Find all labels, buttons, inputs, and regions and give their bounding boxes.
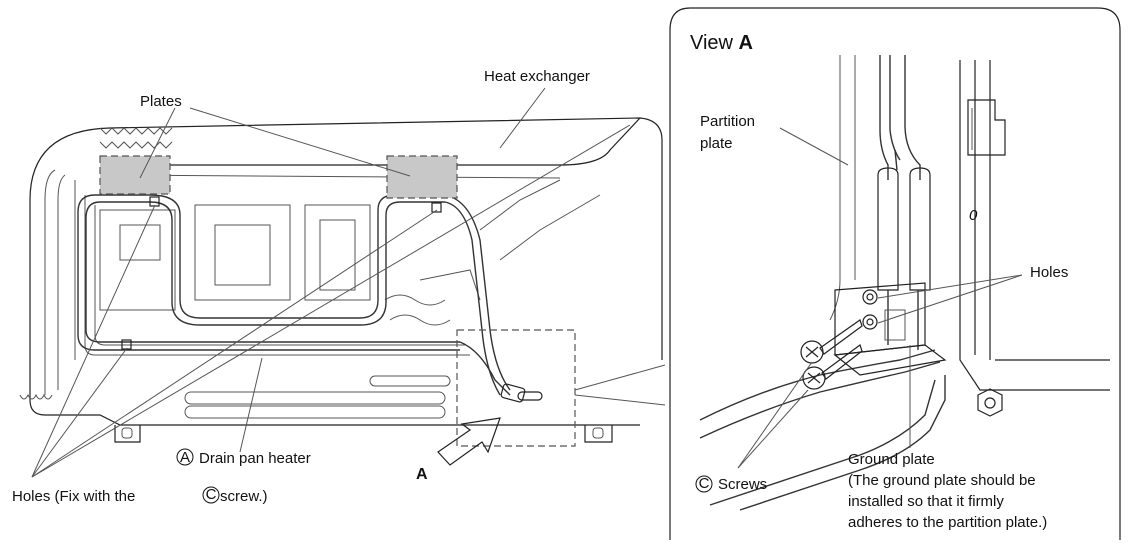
- marker-c: C: [699, 475, 710, 492]
- ground-plate-label: Ground plate: [848, 451, 935, 468]
- drain-pan-heater-label: Drain pan heater: [199, 450, 311, 467]
- holes-caption: Holes (Fix with the C screw.): [12, 486, 268, 505]
- partition-plate-label-line1: Partition: [700, 113, 755, 130]
- note-line-3: adheres to the partition plate.): [848, 514, 1047, 531]
- view-arrow-icon: [437, 417, 501, 466]
- bolt-icon: [977, 388, 1003, 417]
- holes-label: Holes: [1030, 264, 1068, 281]
- callout-line-top: [574, 364, 666, 391]
- partition-plate-label-line2: plate: [700, 135, 733, 152]
- callout-line-bottom: [574, 394, 666, 406]
- screws-label: Screws: [718, 476, 767, 493]
- screw-icon: [800, 319, 863, 364]
- screws-caption: C Screws: [695, 475, 767, 493]
- drain-pan-heater-caption: A Drain pan heater: [176, 448, 311, 467]
- hole-markers: [121, 196, 442, 350]
- marker-c: C: [206, 486, 217, 503]
- holes-label-prefix: Holes (Fix with the: [12, 488, 135, 505]
- note-line-2: installed so that it firmly: [848, 493, 1004, 510]
- marker-a: A: [180, 449, 190, 466]
- view-a-title: View A: [690, 32, 753, 54]
- screw-icon: [802, 344, 863, 390]
- view-arrow-label: A: [416, 466, 428, 483]
- bracket-mark: 0: [969, 207, 978, 224]
- ground-plate: [833, 282, 947, 376]
- view-a-panel: View A 0: [669, 7, 1121, 540]
- heat-exchanger-label: Heat exchanger: [484, 68, 590, 85]
- leader-lines-left: [31, 87, 631, 478]
- holes-label-suffix: screw.): [220, 488, 268, 505]
- plates-label: Plates: [140, 93, 182, 110]
- note-line-1: (The ground plate should be: [848, 472, 1036, 489]
- drain-pan-heater-tube: [77, 194, 543, 403]
- detail-box-a: [456, 329, 576, 447]
- plates: [99, 155, 458, 199]
